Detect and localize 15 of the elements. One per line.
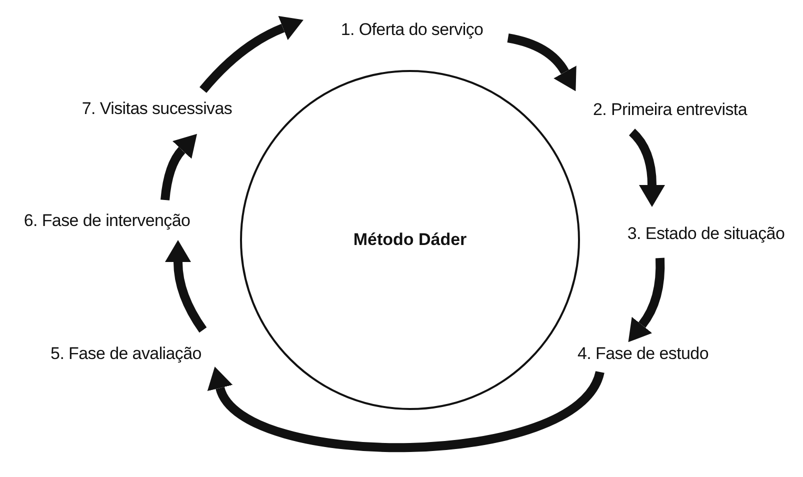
curved-arrow: [160, 133, 196, 200]
curved-arrow: [507, 34, 577, 91]
step-label: 1. Oferta do serviço: [340, 20, 484, 40]
step-label: 4. Fase de estudo: [578, 344, 708, 364]
curved-arrow: [628, 128, 665, 207]
step-label: 6. Fase de intervenção: [24, 211, 190, 231]
step-label: 7. Visitas sucessivas: [82, 99, 232, 119]
curved-arrow: [208, 369, 604, 452]
step-label: 2. Primeira entrevista: [593, 100, 747, 120]
curved-arrow: [165, 240, 207, 333]
curved-arrow: [200, 16, 304, 93]
step-label: 5. Fase de avaliação: [50, 344, 202, 364]
center-title: Método Dáder: [353, 230, 467, 250]
step-label: 3. Estado de situação: [627, 224, 785, 244]
curved-arrow: [628, 258, 665, 343]
